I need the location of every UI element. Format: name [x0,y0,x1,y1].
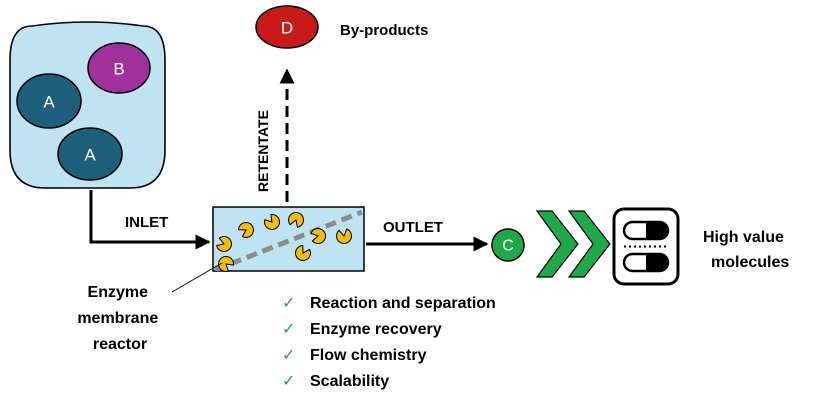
enzyme-icon [295,244,311,261]
molecule-d-label: D [281,19,293,38]
benefit-text: Reaction and separation [310,295,496,312]
checkmark-icon: ✓ [282,319,295,338]
double-chevron-icon [535,210,611,278]
benefit-text: Flow chemistry [310,347,427,364]
membrane-line [214,209,363,271]
benefit-text: Enzyme recovery [310,321,442,338]
product-label-line-1: High value [703,229,784,246]
benefit-item: ✓ Reaction and separation [282,293,496,312]
retentate-label: RETENTATE [255,110,271,192]
checkmark-icon: ✓ [282,293,295,312]
benefit-item: ✓ Scalability [282,371,389,390]
enzyme-icon [336,228,352,244]
molecule-d: D [255,5,319,49]
checkmark-icon: ✓ [282,345,295,364]
benefit-text: Scalability [310,373,389,390]
benefits-list: ✓ Reaction and separation ✓ Enzyme recov… [282,293,496,390]
molecule-a-2-label: A [84,146,96,165]
capsule-pills-icon [612,207,680,286]
molecule-b: B [87,42,151,94]
reactor-label: Enzyme membrane reactor [77,284,162,353]
molecule-c: C [491,228,525,262]
enzyme-icon [216,236,232,252]
enzyme-icon [264,214,280,230]
enzyme-membrane-reactor [212,206,365,272]
reactor-pointer-line [171,262,223,293]
enzyme-icon [288,212,304,228]
outlet-label: OUTLET [383,219,443,236]
checkmark-icon: ✓ [282,371,295,390]
molecule-c-label: C [502,238,514,255]
enzyme-icon [237,222,254,238]
reactor-label-line-1: Enzyme [88,284,149,301]
benefit-item: ✓ Enzyme recovery [282,319,442,338]
reactor-label-line-3: reactor [93,336,147,353]
byproducts-label: By-products [340,22,428,39]
molecule-a-1-label: A [43,93,55,112]
enzyme-icon [310,228,326,244]
product-label: High value molecules [703,229,789,271]
feed-tank: A B A [9,21,166,189]
molecule-b-label: B [113,60,124,79]
reactor-label-line-2: membrane [77,310,158,327]
product-label-line-2: molecules [711,254,789,271]
molecule-a-2: A [57,127,123,181]
molecule-a-1: A [16,73,82,129]
inlet-label: INLET [125,214,168,231]
enzyme-icon [218,256,234,272]
inlet-arrow [89,190,211,250]
enzymes [216,212,352,272]
benefit-item: ✓ Flow chemistry [282,345,427,364]
